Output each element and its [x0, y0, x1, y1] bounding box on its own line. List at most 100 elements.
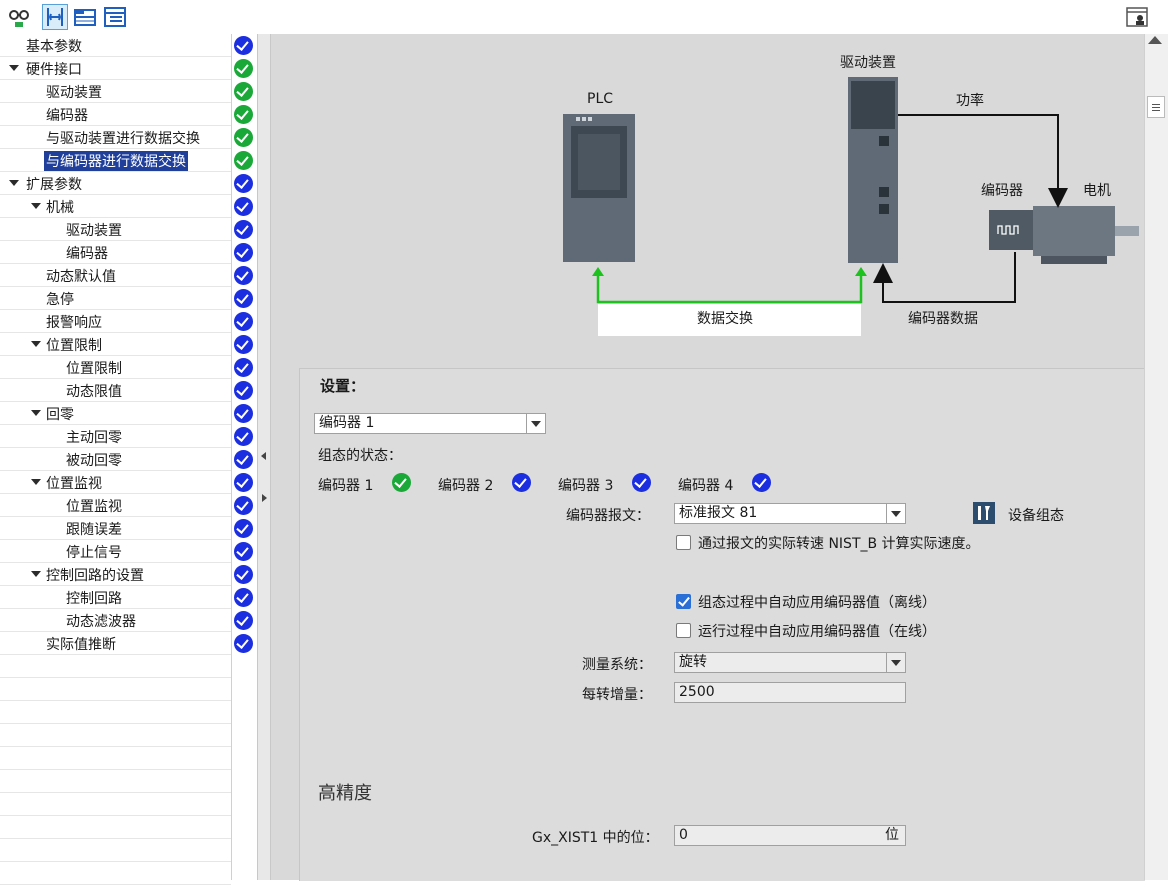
- nav-item[interactable]: 扩展参数: [0, 172, 231, 195]
- expand-arrow-icon[interactable]: [9, 180, 19, 186]
- nav-item[interactable]: 动态滤波器: [0, 609, 231, 632]
- nav-item[interactable]: 位置监视: [0, 494, 231, 517]
- nav-item-label: 驱动装置: [66, 223, 122, 239]
- hardware-diagram: PLC 驱动装置 功率 编码器 电机 数据交换 编码器数据: [271, 34, 1144, 367]
- nav-status: [231, 80, 257, 103]
- nav-item[interactable]: 位置限制: [0, 333, 231, 356]
- nav-item[interactable]: 报警响应: [0, 310, 231, 333]
- empty-row: [0, 747, 231, 770]
- chevron-down-icon[interactable]: [886, 653, 905, 672]
- chevron-down-icon[interactable]: [886, 504, 905, 523]
- nav-item[interactable]: 位置监视: [0, 471, 231, 494]
- nav-item-label: 编码器: [66, 246, 108, 262]
- plc-label: PLC: [587, 91, 614, 107]
- nav-item[interactable]: 机械: [0, 195, 231, 218]
- nav-item[interactable]: 基本参数: [0, 34, 231, 57]
- status-check-icon: [234, 542, 253, 561]
- nav-item[interactable]: 实际值推断: [0, 632, 231, 655]
- status-check-icon: [234, 404, 253, 423]
- increments-label: 每转增量：: [582, 687, 652, 703]
- scroll-thumb[interactable]: [1147, 96, 1165, 118]
- chevron-down-icon[interactable]: [526, 414, 545, 433]
- nav-item[interactable]: 位置限制: [0, 356, 231, 379]
- glasses-icon[interactable]: [6, 4, 32, 30]
- nav-item-label: 报警响应: [46, 315, 102, 331]
- user-panel-icon[interactable]: [1124, 4, 1150, 30]
- status-check-icon: [234, 611, 253, 630]
- nav-item-label: 基本参数: [26, 39, 82, 55]
- expand-arrow-icon[interactable]: [31, 571, 41, 577]
- nav-item[interactable]: 驱动装置: [0, 80, 231, 103]
- nav-item[interactable]: 硬件接口: [0, 57, 231, 80]
- measure-system-select[interactable]: 旋转: [674, 652, 906, 673]
- status-check-icon: [234, 427, 253, 446]
- status-check-icon: [234, 289, 253, 308]
- nav-item-label: 机械: [46, 200, 74, 216]
- nav-item-label: 硬件接口: [26, 62, 82, 78]
- motor-device: [989, 206, 1139, 264]
- drive-label: 驱动装置: [840, 55, 896, 71]
- nav-item[interactable]: 停止信号: [0, 540, 231, 563]
- encoder-data-label: 编码器数据: [908, 311, 978, 327]
- device-config-icon[interactable]: [972, 501, 996, 525]
- nav-item-label: 动态默认值: [46, 269, 116, 285]
- nav-status: [231, 218, 257, 241]
- empty-row: [0, 724, 231, 747]
- nav-status: [231, 195, 257, 218]
- nav-item[interactable]: 回零: [0, 402, 231, 425]
- nav-item-label: 位置监视: [46, 476, 102, 492]
- status-check-icon: [234, 381, 253, 400]
- nav-item[interactable]: 编码器: [0, 103, 231, 126]
- nav-item-label: 驱动装置: [46, 85, 102, 101]
- nav-item[interactable]: 被动回零: [0, 448, 231, 471]
- splitter[interactable]: [257, 34, 271, 880]
- auto-offline-label: 组态过程中自动应用编码器值（离线）: [698, 595, 936, 611]
- nav-status: [231, 402, 257, 425]
- expand-arrow-icon[interactable]: [31, 341, 41, 347]
- expand-arrow-icon[interactable]: [31, 203, 41, 209]
- auto-offline-checkbox[interactable]: [676, 594, 691, 609]
- nav-status: [231, 103, 257, 126]
- folder-view-icon[interactable]: [72, 4, 98, 30]
- device-config-link[interactable]: 设备组态: [1008, 508, 1064, 524]
- nav-item[interactable]: 与编码器进行数据交换: [0, 149, 231, 172]
- expand-arrow-icon[interactable]: [31, 410, 41, 416]
- main-content: PLC 驱动装置 功率 编码器 电机 数据交换 编码器数据 设置： 编码器 1 …: [271, 34, 1145, 881]
- nav-item[interactable]: 急停: [0, 287, 231, 310]
- nav-status: [231, 425, 257, 448]
- nist-checkbox[interactable]: [676, 535, 691, 550]
- nav-item[interactable]: 跟随误差: [0, 517, 231, 540]
- status-check-icon: [234, 59, 253, 78]
- nav-item[interactable]: 与驱动装置进行数据交换: [0, 126, 231, 149]
- empty-row: [0, 839, 231, 862]
- status-check-icon: [234, 634, 253, 653]
- expand-arrow-icon[interactable]: [9, 65, 19, 71]
- telegram-select[interactable]: 标准报文 81: [674, 503, 906, 524]
- nav-item[interactable]: 编码器: [0, 241, 231, 264]
- nav-item-label: 控制回路: [66, 591, 122, 607]
- auto-online-checkbox[interactable]: [676, 623, 691, 638]
- expand-icon[interactable]: [42, 4, 68, 30]
- nav-item[interactable]: 控制回路: [0, 586, 231, 609]
- nav-item-label: 回零: [46, 407, 74, 423]
- encoder-select[interactable]: 编码器 1: [314, 413, 546, 434]
- nav-item-label: 实际值推断: [46, 637, 116, 653]
- nav-item[interactable]: 驱动装置: [0, 218, 231, 241]
- nav-status: [231, 448, 257, 471]
- status-check-icon: [234, 36, 253, 55]
- vertical-scrollbar[interactable]: [1144, 34, 1168, 880]
- expand-arrow-icon[interactable]: [31, 479, 41, 485]
- list-view-icon[interactable]: [102, 4, 128, 30]
- nav-item[interactable]: 动态限值: [0, 379, 231, 402]
- nav-item[interactable]: 控制回路的设置: [0, 563, 231, 586]
- gx-xist1-input[interactable]: 0 位: [674, 825, 906, 846]
- scroll-up-icon[interactable]: [1148, 36, 1162, 44]
- auto-online-label: 运行过程中自动应用编码器值（在线）: [698, 624, 936, 640]
- status-check-icon: [234, 243, 253, 262]
- nav-item[interactable]: 动态默认值: [0, 264, 231, 287]
- power-label: 功率: [956, 93, 984, 109]
- settings-heading: 设置：: [320, 377, 366, 395]
- nav-item[interactable]: 主动回零: [0, 425, 231, 448]
- nav-status: [231, 379, 257, 402]
- increments-input[interactable]: 2500: [674, 682, 906, 703]
